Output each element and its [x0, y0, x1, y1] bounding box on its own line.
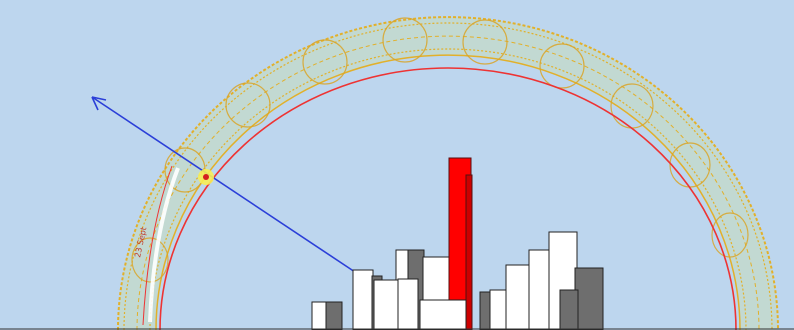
highlighted-tower-side	[465, 174, 473, 330]
hour-circles	[131, 17, 749, 283]
building	[419, 299, 467, 330]
sun-ray-arrowhead	[91, 96, 107, 111]
sun-marker	[198, 169, 214, 185]
building	[505, 264, 531, 330]
dome-outer-ring	[117, 16, 779, 330]
hour-circle	[711, 212, 749, 258]
hour-circle	[382, 17, 428, 63]
horizon-arc	[159, 67, 737, 330]
date-marker-line	[142, 165, 173, 326]
hour-circle	[131, 237, 169, 283]
city-model	[311, 157, 604, 330]
building-side	[559, 289, 579, 330]
building-side	[325, 301, 343, 330]
hour-circle	[462, 19, 508, 65]
building	[373, 279, 399, 330]
hour-circle	[302, 39, 348, 85]
sun-ray-line	[91, 96, 356, 273]
dome-inner-ring	[155, 54, 741, 330]
sun-ray	[91, 96, 356, 273]
building	[397, 278, 419, 330]
sun-path-dome: 23 Sept	[117, 16, 779, 330]
sun-core	[203, 174, 209, 180]
hour-circle	[225, 82, 271, 128]
hour-circle	[539, 43, 585, 89]
building-side	[574, 267, 604, 330]
date-marker-strip	[148, 167, 180, 323]
building	[352, 269, 374, 330]
